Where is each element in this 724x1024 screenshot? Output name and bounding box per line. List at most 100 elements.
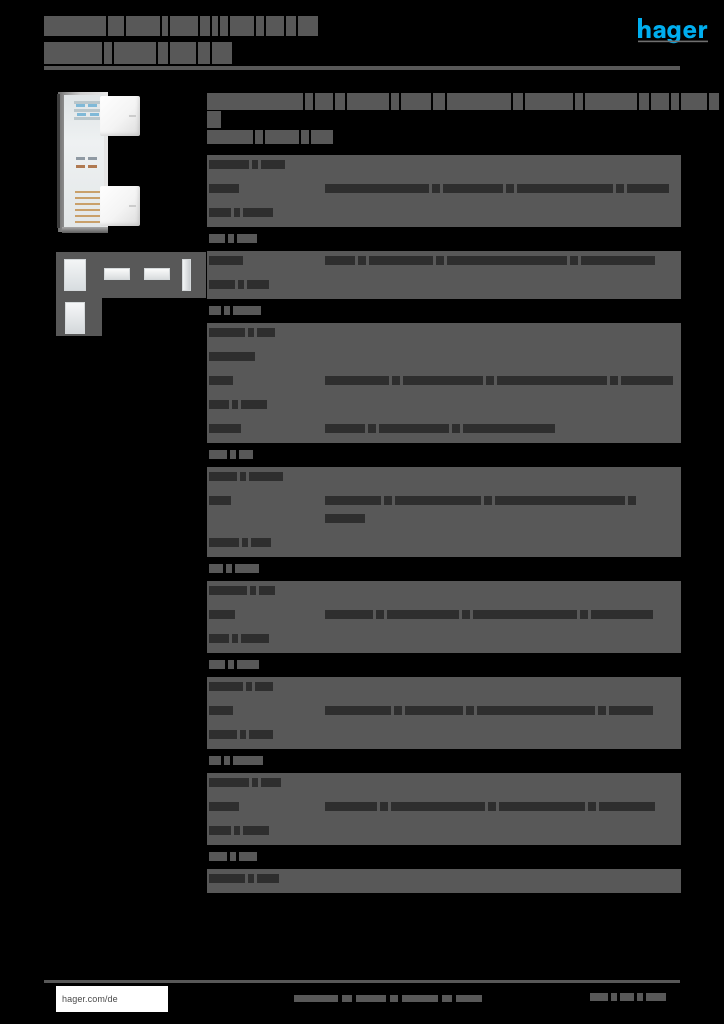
redacted-text: [325, 376, 389, 385]
redacted-text: [259, 586, 275, 595]
redacted-text: [497, 376, 607, 385]
redacted-text: [251, 538, 271, 547]
redacted-text: [391, 802, 485, 811]
spec-value: [325, 701, 681, 725]
spec-label: [207, 467, 325, 491]
redacted-text: [104, 42, 112, 64]
table-row: [207, 371, 681, 395]
redacted-text: [298, 16, 318, 36]
redacted-text: [209, 160, 249, 169]
spec-label: [207, 533, 325, 557]
redacted-text: [209, 328, 245, 337]
cabinet-hinge: [57, 94, 60, 228]
redacted-text: [395, 496, 481, 505]
redacted-text: [610, 376, 618, 385]
redacted-text: [233, 756, 263, 766]
redacted-text: [432, 184, 440, 193]
redacted-text: [108, 16, 124, 36]
redacted-text: [390, 995, 398, 1003]
redacted-text: [301, 129, 309, 144]
redacted-text: [257, 874, 279, 883]
spec-value: [325, 227, 681, 251]
spec-value: [325, 443, 681, 467]
table-row: [207, 299, 681, 323]
redacted-text: [237, 234, 257, 244]
redacted-text: [209, 852, 227, 862]
spec-value: [325, 299, 681, 323]
thumbnail-1[interactable]: [64, 259, 86, 291]
redacted-text: [212, 42, 232, 64]
redacted-text: [266, 16, 284, 36]
redacted-text: [347, 93, 389, 111]
redacted-text: [611, 992, 617, 1001]
spec-value: [325, 251, 681, 275]
thumbnail-2[interactable]: [104, 268, 130, 280]
redacted-text: [209, 610, 235, 619]
redacted-text: [243, 826, 269, 835]
spec-value: [325, 557, 681, 581]
redacted-text: [238, 280, 244, 289]
redacted-text: [342, 995, 352, 1003]
redacted-text: [209, 826, 231, 835]
product-title: [207, 93, 724, 129]
redacted-text: [325, 424, 365, 433]
spec-value: [325, 797, 681, 821]
redacted-text: [209, 564, 223, 574]
redacted-text: [325, 802, 377, 811]
redacted-text: [209, 472, 237, 481]
spec-label: [207, 701, 325, 725]
spec-label: [207, 653, 325, 677]
thumbnail-5[interactable]: [65, 302, 85, 334]
redacted-text: [325, 184, 429, 193]
redacted-text: [379, 424, 449, 433]
redacted-text: [114, 42, 156, 64]
redacted-text: [265, 129, 299, 144]
spec-label: [207, 299, 325, 323]
thumbnail-4[interactable]: [182, 259, 191, 291]
redacted-text: [240, 472, 246, 481]
redacted-text: [249, 730, 273, 739]
redacted-text: [209, 778, 249, 787]
spec-value: [325, 491, 681, 533]
redacted-text: [598, 706, 606, 715]
redacted-text: [463, 424, 555, 433]
footer-website-link[interactable]: hager.com/de: [56, 986, 168, 1012]
redacted-text: [207, 111, 221, 129]
table-row: [207, 653, 681, 677]
thumbnail-3[interactable]: [144, 268, 170, 280]
redacted-text: [335, 93, 345, 111]
redacted-text: [209, 280, 235, 289]
product-hero-image[interactable]: [56, 88, 144, 233]
table-row: [207, 443, 681, 467]
redacted-text: [575, 93, 583, 111]
spec-value: [325, 347, 681, 371]
redacted-text: [506, 184, 514, 193]
spec-value: [325, 869, 681, 893]
redacted-text: [294, 995, 338, 1003]
redacted-text: [255, 129, 263, 144]
redacted-text: [392, 376, 400, 385]
redacted-text: [224, 306, 230, 316]
redacted-text: [233, 306, 261, 316]
redacted-text: [580, 610, 588, 619]
redacted-text: [443, 184, 503, 193]
spec-value: [325, 275, 681, 299]
redacted-text: [394, 706, 402, 715]
redacted-text: [599, 802, 655, 811]
table-row: [207, 533, 681, 557]
redacted-text: [325, 256, 355, 265]
redacted-text: [44, 42, 102, 64]
spec-label: [207, 347, 325, 371]
redacted-text: [473, 610, 577, 619]
redacted-text: [252, 778, 258, 787]
redacted-text: [209, 208, 231, 217]
spec-label: [207, 443, 325, 467]
spec-label: [207, 203, 325, 227]
redacted-text: [442, 995, 452, 1003]
spec-label: [207, 419, 325, 443]
spec-label: [207, 179, 325, 203]
spec-value: [325, 203, 681, 227]
redacted-text: [499, 802, 585, 811]
redacted-text: [590, 992, 608, 1001]
table-row: [207, 203, 681, 227]
